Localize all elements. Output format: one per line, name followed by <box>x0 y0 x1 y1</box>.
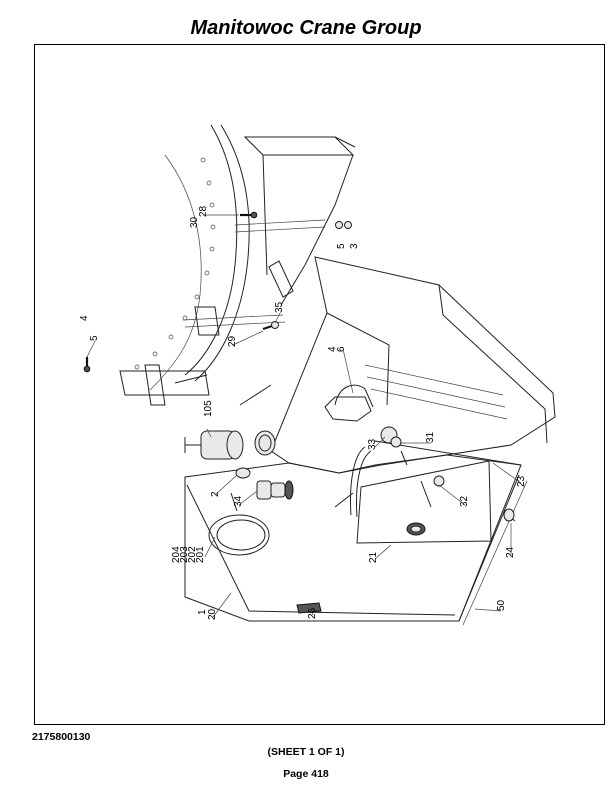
sheet-indicator: (SHEET 1 OF 1) <box>267 746 345 758</box>
callout-31: 31 <box>425 431 436 443</box>
leader-lines <box>86 214 522 618</box>
page-number: Page 418 <box>283 768 329 780</box>
callout-21: 21 <box>368 551 379 563</box>
diagram-frame: 30 28 5 3 4 5 35 29 4 6 105 2 34 33 31 2… <box>34 44 605 725</box>
callout-105: 105 <box>203 400 214 417</box>
callout-5: 5 <box>336 243 347 249</box>
callout-2: 2 <box>210 491 221 497</box>
callout-30: 30 <box>189 216 200 228</box>
callout-6: 6 <box>336 346 347 352</box>
callout-4: 4 <box>327 346 338 352</box>
filler-parts <box>184 430 294 500</box>
callout-labels: 30 28 5 3 4 5 35 29 4 6 105 2 34 33 31 2… <box>79 205 527 620</box>
callout-28: 28 <box>198 205 209 217</box>
callout-204: 204 <box>171 546 182 563</box>
callout-32: 32 <box>459 495 470 507</box>
callout-50: 50 <box>496 599 507 611</box>
page-title: Manitowoc Crane Group <box>190 17 422 39</box>
exploded-parts-diagram: 30 28 5 3 4 5 35 29 4 6 105 2 34 33 31 2… <box>79 124 556 626</box>
callout-20: 20 <box>207 608 218 620</box>
document-number: 2175800130 <box>32 731 91 743</box>
callout-3: 3 <box>349 243 360 249</box>
callout-202: 202 <box>187 546 198 563</box>
callout-5: 5 <box>89 335 100 341</box>
tank-assembly <box>184 256 556 626</box>
callout-33: 33 <box>367 438 378 450</box>
callout-34: 34 <box>233 495 244 507</box>
callout-203: 203 <box>179 546 190 563</box>
callout-35: 35 <box>274 301 285 313</box>
callout-23: 23 <box>516 475 527 487</box>
callout-24: 24 <box>505 546 516 558</box>
callout-1: 1 <box>197 609 208 615</box>
callout-29: 29 <box>227 335 238 347</box>
frame-structure <box>119 124 356 406</box>
frame-fasteners <box>83 211 352 373</box>
callout-4: 4 <box>79 315 90 321</box>
callout-201: 201 <box>195 546 206 563</box>
